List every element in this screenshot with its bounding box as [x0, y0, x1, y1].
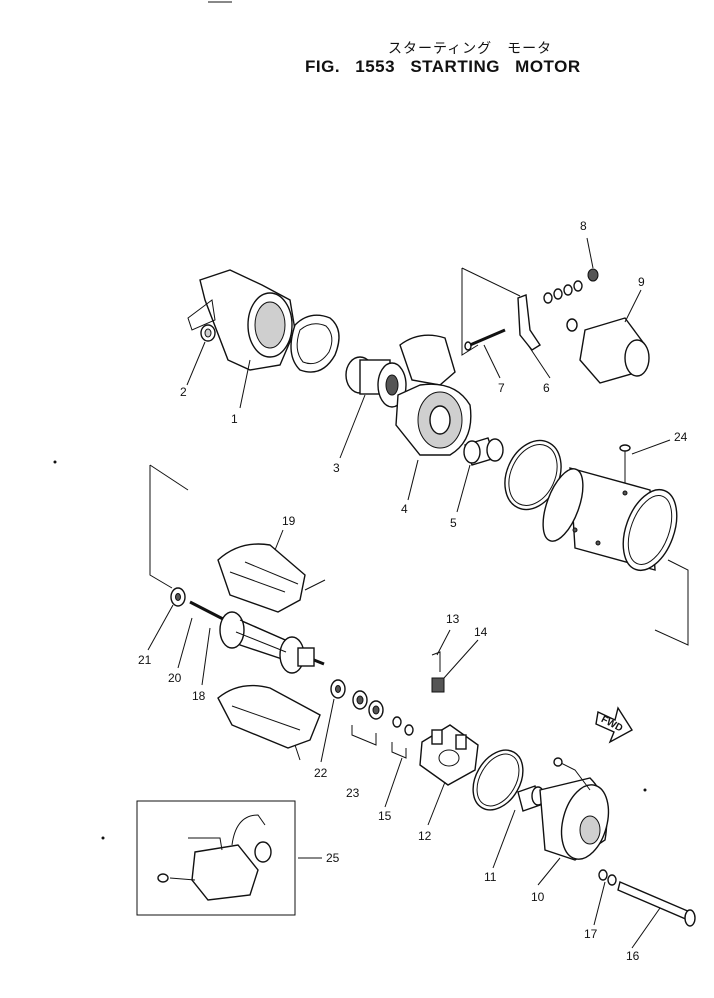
leader-lines	[147, 237, 671, 949]
part-brush-spring	[431, 651, 445, 693]
part-washer-22	[330, 679, 346, 699]
figure-title-japanese: スターティング モータ	[388, 41, 553, 57]
part-bushing-5	[463, 437, 504, 466]
callout-1: 1	[231, 412, 238, 426]
callout-2: 2	[180, 385, 187, 399]
speck	[101, 836, 105, 840]
callout-25: 25	[326, 851, 340, 865]
callout-11: 11	[484, 870, 497, 884]
part-springs-15	[391, 716, 414, 759]
part-field-coil-lower	[217, 684, 321, 761]
speck	[53, 460, 57, 464]
part-rear-cover	[539, 757, 610, 861]
part-front-housing	[187, 269, 296, 371]
callout-9: 9	[638, 275, 645, 289]
part-bushing-2	[200, 324, 216, 342]
callout-24: 24	[674, 430, 688, 444]
figure-title: FIG. 1553 STARTING MOTOR	[305, 57, 581, 76]
callout-22: 22	[314, 766, 328, 780]
callout-numbers: 1 2 3 4 5 6 7 8 9 10 11 12 13 14 15 16 1…	[138, 219, 688, 963]
forward-direction-arrow: FWD	[595, 706, 633, 744]
callout-6: 6	[543, 381, 550, 395]
part-yoke	[542, 467, 678, 572]
armature-bracket-line	[149, 465, 173, 589]
part-field-coil-upper	[217, 543, 326, 613]
callout-23: 23	[346, 786, 360, 800]
callout-21: 21	[138, 653, 152, 667]
callout-12: 12	[418, 829, 432, 843]
part-armature	[189, 600, 325, 674]
part-washer-17	[598, 869, 617, 886]
leader-bracket-6	[461, 268, 479, 356]
part-pin	[464, 328, 506, 351]
callout-14: 14	[474, 625, 488, 639]
part-o-ring-small	[472, 749, 524, 811]
part-gasket	[290, 314, 340, 373]
callout-7: 7	[498, 381, 505, 395]
part-brush-holder	[419, 724, 479, 786]
leader-line-upper	[461, 267, 521, 297]
speck	[643, 788, 647, 792]
callout-4: 4	[401, 502, 408, 516]
callout-19: 19	[282, 514, 296, 528]
part-shift-lever	[517, 294, 541, 351]
callout-5: 5	[450, 516, 457, 530]
callout-15: 15	[378, 809, 392, 823]
callout-16: 16	[626, 949, 640, 963]
part-pinion-clutch	[345, 356, 407, 408]
part-nuts-washers	[543, 268, 599, 304]
callout-17: 17	[584, 927, 598, 941]
part-washers-23	[351, 690, 384, 746]
part-through-bolt	[617, 881, 696, 927]
part-lever-housing	[395, 334, 472, 456]
callout-20: 20	[168, 671, 182, 685]
callout-18: 18	[192, 689, 206, 703]
part-solenoid	[566, 317, 650, 384]
yoke-bracket-line	[654, 559, 689, 646]
armature-bracket-top	[149, 464, 189, 491]
callout-13: 13	[446, 612, 460, 626]
callout-3: 3	[333, 461, 340, 475]
callout-10: 10	[531, 890, 545, 904]
inset-box	[136, 800, 296, 916]
part-washer-21	[170, 587, 186, 607]
callout-8: 8	[580, 219, 587, 233]
